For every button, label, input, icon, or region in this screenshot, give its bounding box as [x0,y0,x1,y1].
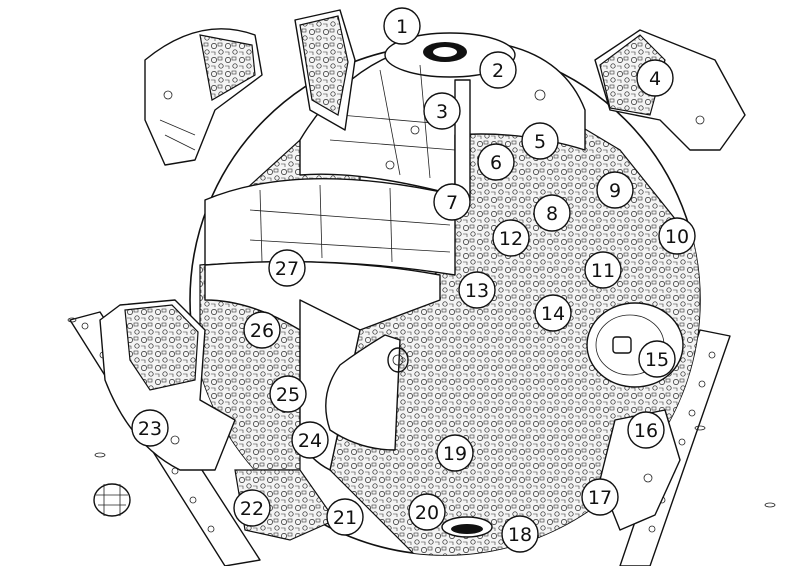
callout-circle [291,421,329,459]
callout-12: 12 [492,219,530,257]
callout-circle [326,498,364,536]
callout-17: 17 [581,478,619,516]
callout-label: 24 [298,430,322,452]
callout-label: 9 [609,180,621,202]
callout-1: 1 [383,7,421,45]
callout-25: 25 [269,375,307,413]
callout-label: 7 [446,192,458,214]
callout-circle [383,7,421,45]
callout-circle [269,375,307,413]
callout-circle [423,92,461,130]
callout-circle [638,340,676,378]
callout-15: 15 [638,340,676,378]
callout-10: 10 [658,217,696,255]
callout-circle [233,489,271,527]
floor-hatch [441,516,493,538]
callout-circle [581,478,619,516]
callout-circle [458,271,496,309]
callout-circle [596,171,634,209]
callout-16: 16 [627,411,665,449]
ejected-panel-top-center [294,9,356,131]
callout-2: 2 [479,51,517,89]
callout-6: 6 [477,143,515,181]
callout-23: 23 [131,409,169,447]
callout-26: 26 [243,311,281,349]
callout-circle [436,434,474,472]
callout-circle [131,409,169,447]
callout-label: 8 [546,203,558,225]
callout-circle [433,183,471,221]
callout-24: 24 [291,421,329,459]
callout-label: 22 [240,498,264,520]
callout-label: 1 [396,16,408,38]
callout-label: 15 [645,349,669,371]
callout-4: 4 [636,59,674,97]
callout-circle [533,194,571,232]
capsule [325,334,409,451]
floor-markers [67,317,776,508]
callout-circle [584,251,622,289]
callout-label: 16 [634,420,658,442]
callout-label: 20 [415,502,439,524]
callout-14: 14 [534,294,572,332]
callout-label: 4 [649,68,661,90]
callout-20: 20 [408,493,446,531]
callout-label: 17 [588,487,612,509]
callout-label: 12 [499,228,523,250]
callout-circle [492,219,530,257]
callout-label: 10 [665,226,689,248]
callout-label: 23 [138,418,162,440]
callout-5: 5 [521,122,559,160]
callout-8: 8 [533,194,571,232]
callout-label: 27 [275,258,299,280]
callout-circle [521,122,559,160]
callout-label: 14 [541,303,565,325]
callout-label: 13 [465,280,489,302]
callout-22: 22 [233,489,271,527]
callout-label: 5 [534,131,546,153]
callout-circle [534,294,572,332]
callout-13: 13 [458,271,496,309]
callout-circle [479,51,517,89]
hull-panels [204,177,456,471]
callout-circle [477,143,515,181]
callout-circle [501,515,539,553]
callout-label: 18 [508,524,532,546]
callout-label: 19 [443,443,467,465]
callout-label: 21 [333,507,357,529]
callout-circle [627,411,665,449]
callout-label: 11 [591,260,615,282]
callout-7: 7 [433,183,471,221]
callout-circle [408,493,446,531]
small-drone [93,483,131,517]
callout-9: 9 [596,171,634,209]
callout-11: 11 [584,251,622,289]
callout-circle [636,59,674,97]
callout-19: 19 [436,434,474,472]
callout-label: 2 [492,60,504,82]
callout-label: 6 [490,152,502,174]
callout-circle [268,249,306,287]
ejected-panel-top-left [144,28,263,166]
callout-3: 3 [423,92,461,130]
callout-label: 25 [276,384,300,406]
callout-circle [658,217,696,255]
callout-27: 27 [268,249,306,287]
callout-21: 21 [326,498,364,536]
callout-circle [243,311,281,349]
callout-18: 18 [501,515,539,553]
callout-label: 3 [436,101,448,123]
callout-label: 26 [250,320,274,342]
